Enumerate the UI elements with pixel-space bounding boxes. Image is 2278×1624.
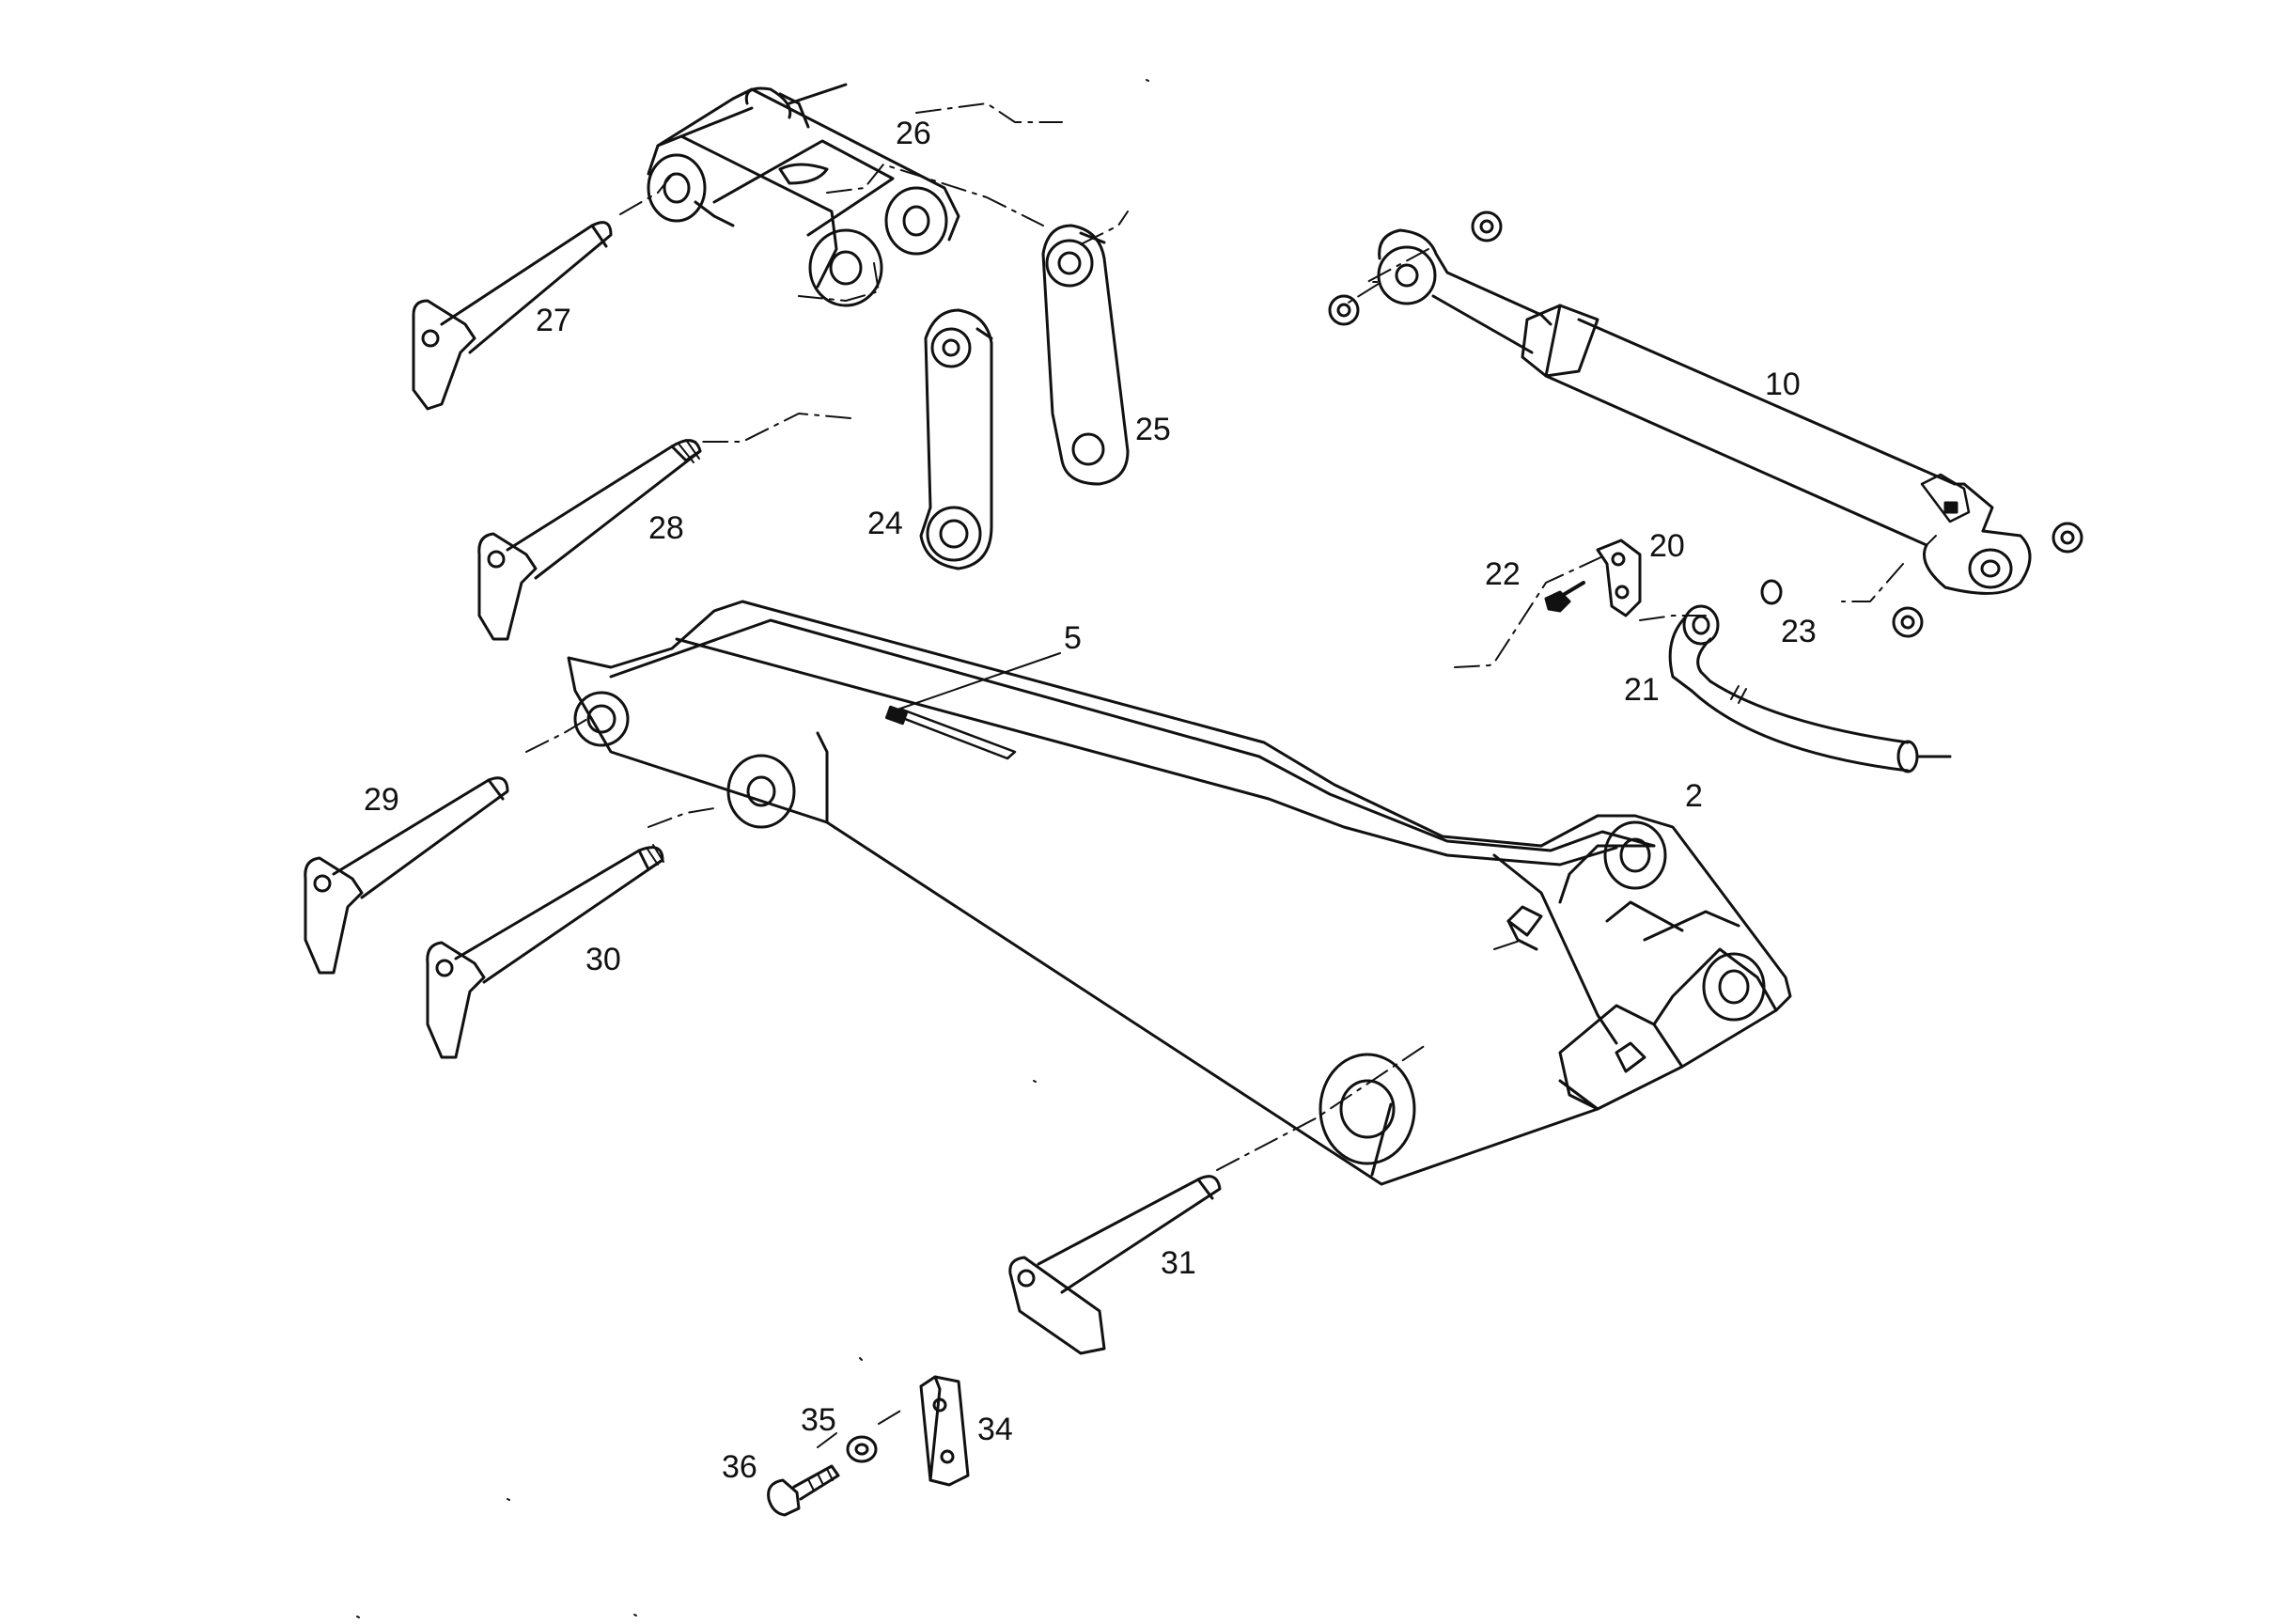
callout-22: 22	[1485, 556, 1521, 592]
callout-31: 31	[1161, 1245, 1196, 1281]
part-23-o-ring	[1760, 579, 1783, 605]
callout-21: 21	[1624, 672, 1660, 708]
callout-25: 25	[1135, 412, 1171, 447]
part-20-clamp	[1596, 539, 1642, 617]
callout-23: 23	[1781, 614, 1817, 649]
part-26-yoke	[647, 83, 960, 307]
callout-20: 20	[1649, 528, 1685, 564]
part-5-decal	[884, 652, 1061, 760]
part-30-pin	[426, 844, 664, 1059]
part-27-pin	[412, 221, 613, 411]
part-21-hose	[1668, 604, 1952, 773]
part-31-pin	[1008, 1175, 1222, 1355]
callout-26: 26	[896, 116, 931, 151]
callout-36: 36	[722, 1449, 757, 1485]
part-24-link	[919, 308, 993, 570]
callout-labels: 2 5 10 20 21 22 23 24 25 26 27 28 29 30 …	[364, 116, 1817, 1485]
part-25-link	[1041, 224, 1130, 486]
part-22-bolt	[1544, 581, 1585, 613]
callout-28: 28	[648, 510, 684, 546]
stray-marks	[356, 79, 1149, 1618]
part-28-pin	[477, 439, 702, 641]
boom-bushings	[573, 691, 1766, 1165]
callout-30: 30	[585, 942, 621, 977]
callout-35: 35	[801, 1402, 836, 1438]
part-29-pin	[304, 776, 509, 975]
part-34-plate	[919, 1375, 970, 1487]
callout-5: 5	[1064, 620, 1082, 656]
callout-24: 24	[867, 506, 903, 541]
part-35-washer	[846, 1435, 878, 1463]
callout-27: 27	[536, 303, 571, 338]
boom-arm	[567, 600, 1792, 1186]
callout-2: 2	[1685, 778, 1703, 814]
callout-29: 29	[364, 782, 399, 818]
part-36-bolt	[767, 1464, 840, 1517]
part-10-cylinder	[1328, 211, 2083, 638]
callout-10: 10	[1765, 367, 1801, 402]
callout-34: 34	[977, 1412, 1013, 1447]
